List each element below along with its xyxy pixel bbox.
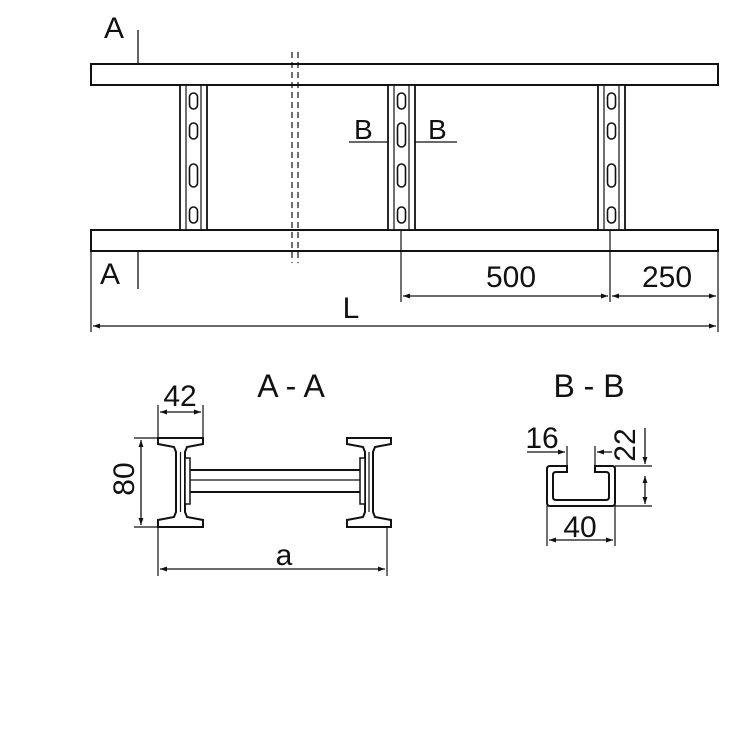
section-bb-title: B - B [553, 368, 624, 404]
section-b-label-right: B [428, 114, 447, 145]
rung-channel-profile [546, 465, 616, 507]
top-side-rail [90, 63, 719, 86]
section-aa: A - A 42 80 a [108, 368, 392, 576]
plan-view: A A B B 500 250 L [90, 12, 719, 332]
dimension-250: 250 [612, 251, 719, 332]
section-bb: B - B 16 22 40 [525, 368, 652, 546]
dimension-42: 42 [157, 380, 204, 438]
dimension-a-label: a [276, 539, 293, 572]
section-aa-title: A - A [257, 368, 325, 404]
section-b-label-left: B [354, 114, 373, 145]
dimension-40-label: 40 [563, 511, 596, 544]
dimension-80-label: 80 [108, 462, 141, 495]
dimension-42-label: 42 [163, 380, 196, 413]
dimension-80: 80 [108, 437, 158, 528]
dimension-a: a [157, 527, 388, 576]
rung-2 [387, 84, 416, 231]
dimension-500-label: 500 [486, 261, 536, 294]
dimension-L-label: L [343, 292, 360, 325]
dimension-16: 16 [525, 422, 612, 466]
section-a-label-top: A [104, 12, 124, 45]
dimension-22-label: 22 [609, 428, 642, 461]
rung-1 [179, 84, 208, 231]
rung-3 [597, 84, 626, 231]
dimension-500: 500 [400, 231, 611, 302]
rung-profile [184, 469, 366, 493]
break-lines [291, 52, 299, 263]
dimension-16-label: 16 [525, 422, 558, 455]
dimension-40: 40 [546, 506, 616, 546]
dimension-L: L [90, 251, 716, 332]
bottom-side-rail [90, 229, 719, 252]
section-a-label-bottom: A [100, 258, 120, 291]
dimension-22: 22 [609, 428, 652, 507]
dimension-250-label: 250 [642, 261, 692, 294]
